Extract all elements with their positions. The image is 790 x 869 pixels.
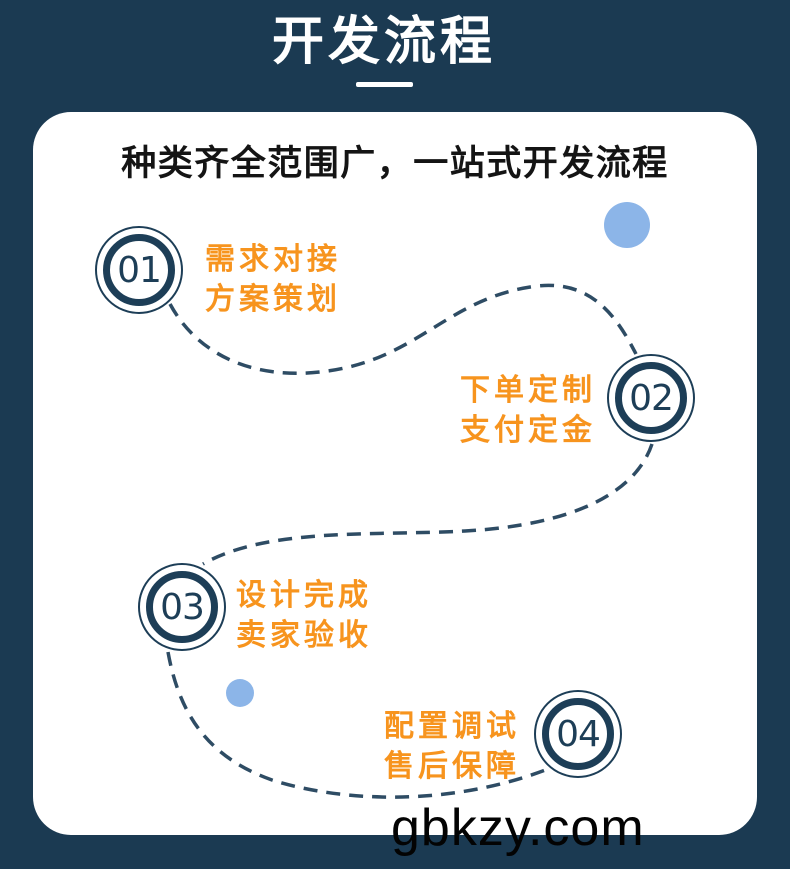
step-label-01: 需求对接 方案策划 xyxy=(205,240,341,320)
step-label-line: 卖家验收 xyxy=(236,618,372,653)
step-badge-02-ring: 02 xyxy=(615,362,687,434)
step-label-04: 配置调试 售后保障 xyxy=(384,707,520,787)
step-badge-01-ring: 01 xyxy=(103,234,175,306)
step-number: 04 xyxy=(556,713,601,755)
decor-dot-small xyxy=(226,679,254,707)
card-heading: 种类齐全范围广，一站式开发流程 xyxy=(121,144,669,184)
step-label-line: 设计完成 xyxy=(236,578,372,613)
step-badge-02: 02 xyxy=(607,354,695,442)
step-label-line: 下单定制 xyxy=(460,373,596,408)
header: 开发流程 xyxy=(0,0,790,72)
step-badge-04-ring: 04 xyxy=(542,698,614,770)
title-underline xyxy=(356,82,413,87)
step-label-02: 下单定制 支付定金 xyxy=(460,371,596,451)
decor-dot-large xyxy=(604,202,650,248)
watermark-text: gbkzy.com xyxy=(391,799,645,857)
step-number: 03 xyxy=(160,586,205,628)
step-label-03: 设计完成 卖家验收 xyxy=(236,576,372,656)
step-badge-01: 01 xyxy=(95,226,183,314)
step-badge-04: 04 xyxy=(534,690,622,778)
step-badge-03: 03 xyxy=(138,563,226,651)
step-label-line: 支付定金 xyxy=(460,413,596,448)
step-badge-03-ring: 03 xyxy=(146,571,218,643)
step-label-line: 需求对接 xyxy=(205,242,341,277)
step-label-line: 方案策划 xyxy=(205,282,341,317)
page-title: 开发流程 xyxy=(271,12,496,72)
step-number: 02 xyxy=(629,377,674,419)
step-label-line: 售后保障 xyxy=(384,749,520,784)
step-label-line: 配置调试 xyxy=(384,709,520,744)
step-number: 01 xyxy=(117,249,162,291)
